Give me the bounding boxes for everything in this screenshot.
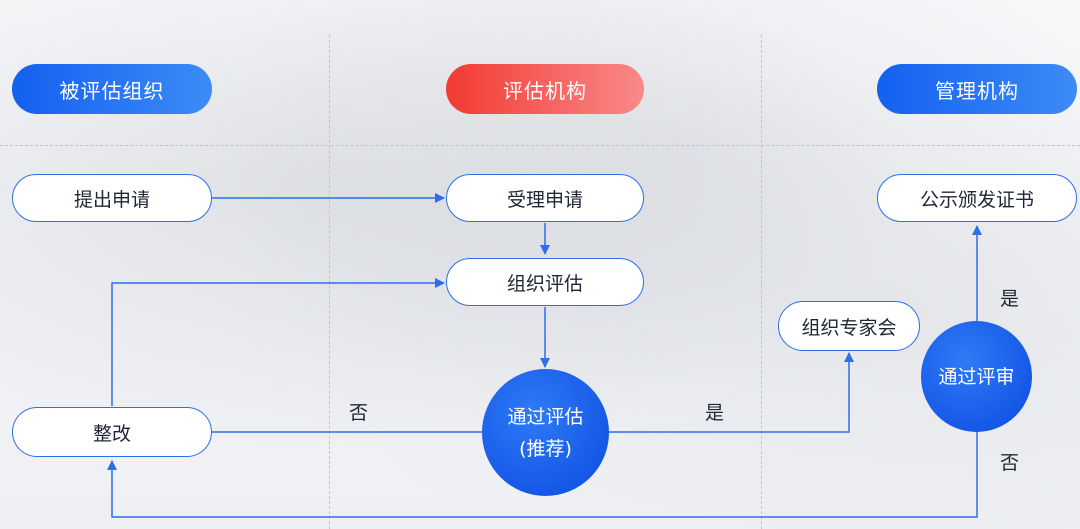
decision-pass-evaluation: 通过评估 (推荐) [482,369,609,496]
decision-eval-line1: 通过评估 [507,401,583,433]
edge-label-no-left: 否 [349,398,368,425]
edge-rectify-to-organize [112,283,444,406]
decision-review-text: 通过评审 [938,361,1014,393]
edge-label-yes-right: 是 [1000,284,1019,311]
node-organize-evaluation: 组织评估 [446,258,644,306]
edge-label-no-right: 否 [1000,448,1019,475]
node-rectify: 整改 [12,407,212,457]
node-accept-application: 受理申请 [446,174,644,222]
decision-pass-review: 通过评审 [921,321,1032,432]
edge-label-yes-mid: 是 [705,398,724,425]
node-expert-meeting: 组织专家会 [778,301,920,351]
node-submit-application: 提出申请 [12,174,212,222]
decision-eval-line2: (推荐) [519,433,572,465]
edge-eval-to-experts [609,353,849,432]
node-certificate: 公示颁发证书 [877,174,1077,222]
